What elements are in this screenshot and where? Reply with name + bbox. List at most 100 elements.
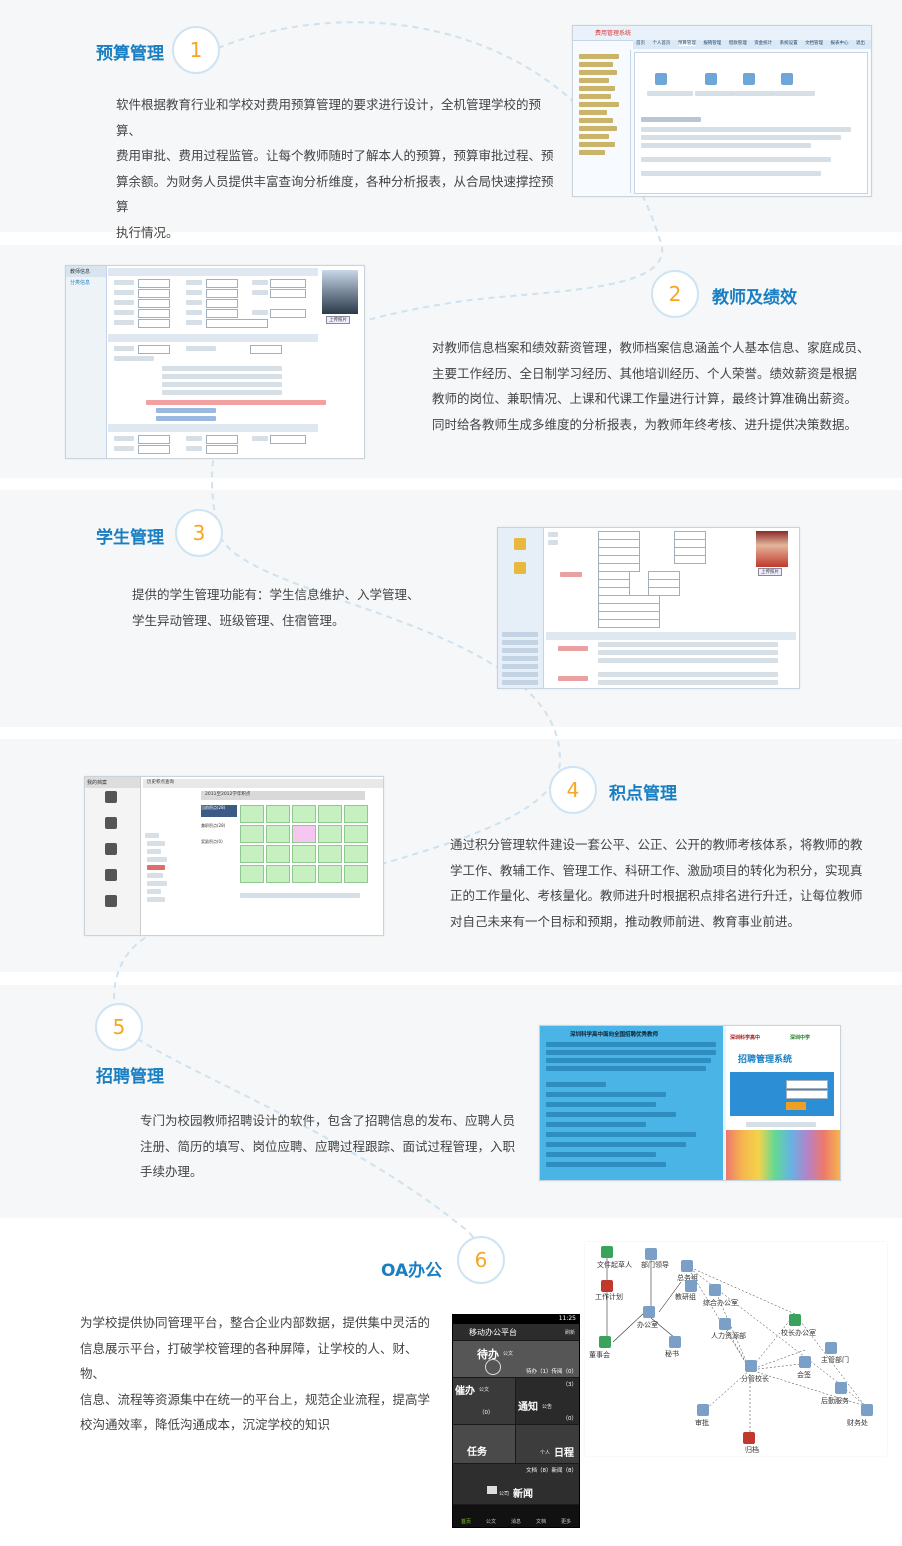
app-header-title: 费用管理系统: [595, 30, 632, 37]
nav-files[interactable]: 文档: [536, 1519, 547, 1525]
upload-photo-button[interactable]: 上传照片: [326, 316, 350, 324]
section-6-number: 6: [457, 1236, 505, 1284]
tile-notice[interactable]: （3） 通知 公告 （0）: [516, 1378, 579, 1424]
points-sidebar: 我的档案: [85, 777, 141, 935]
nav-tabs: 首页 个人首页 预算管理 报销管理 借款管理 资金统计 系统设置 文档管理 报表…: [633, 40, 871, 49]
tile-schedule-label: 日程: [554, 1448, 574, 1459]
app-header: 费用管理系统: [573, 26, 871, 41]
nav-tab[interactable]: 报表中心: [830, 41, 849, 46]
pencils-image: [726, 1130, 840, 1180]
tile-urge-label: 催办: [455, 1386, 475, 1397]
tile-notice-sub: 公告: [542, 1404, 553, 1410]
nav-tab[interactable]: 首页: [636, 41, 645, 46]
workflow-node-icon: [601, 1246, 613, 1258]
section-2-title: 教师及绩效: [712, 288, 797, 308]
tile-news-label: 新闻: [513, 1489, 533, 1500]
points-tab[interactable]: 奖励积点(0): [201, 839, 223, 844]
workflow-node-icon: [599, 1336, 611, 1348]
school-b-name: 深圳中学: [790, 1035, 811, 1041]
nav-tab[interactable]: 系统设置: [779, 41, 798, 46]
tile-pending-label: 待办: [477, 1348, 499, 1361]
section-3-line: 学生异动管理、班级管理、住宿管理。: [132, 612, 345, 628]
section-5-line: 手续办理。: [140, 1164, 203, 1179]
workflow-node-icon: [669, 1336, 681, 1348]
tile-news[interactable]: 文档（8）新闻（8） 公司 新闻: [453, 1464, 579, 1504]
system-title: 招聘管理系统: [738, 1055, 793, 1065]
workflow-node-icon: [789, 1314, 801, 1326]
flow-icon: [655, 73, 667, 85]
refresh-button[interactable]: 刷新: [564, 1330, 575, 1336]
nav-tab[interactable]: 资金统计: [754, 41, 773, 46]
password-input[interactable]: [786, 1090, 828, 1099]
workflow-node-icon: [601, 1280, 613, 1292]
student-icon: [514, 538, 526, 550]
section-2-line: 对教师信息档案和绩效薪资管理，教师档案信息涵盖个人基本信息、家庭成员、: [432, 340, 870, 355]
section-1-line: 执行情况。: [116, 224, 179, 240]
nav-tab[interactable]: 文档管理: [805, 41, 824, 46]
section-4-line: 通过积分管理软件建设一套公平、公正、公开的教师考核体系，将教师的教: [450, 837, 863, 852]
sidebar-item[interactable]: 教师信息: [66, 266, 106, 277]
points-sidebar-title: 我的档案: [85, 777, 140, 788]
workflow-node-label: 总务组: [677, 1274, 698, 1282]
workflow-node-label: 校长办公室: [781, 1329, 816, 1337]
workflow-node-label: 部门领导: [641, 1261, 669, 1269]
docs-count: 文档（8）新闻（8）: [526, 1468, 577, 1474]
nav-tab[interactable]: 退出: [855, 41, 865, 46]
student-sidebar: [498, 528, 544, 688]
tile-news-sub: 公司: [499, 1491, 510, 1497]
section-4-description: 通过积分管理软件建设一套公平、公正、公开的教师考核体系，将教师的教 学工作、教辅…: [450, 832, 870, 934]
section-3-title: 学生管理: [96, 528, 164, 548]
nav-more[interactable]: 更多: [561, 1519, 572, 1525]
tile-urge[interactable]: 催办 公文 （0）: [453, 1378, 515, 1424]
recruitment-notice-title: 深圳科学高中面向全国招聘优秀教师: [570, 1032, 659, 1038]
news-icon: [487, 1486, 497, 1494]
workflow-node-label: 财务处: [847, 1419, 868, 1427]
section-5-number: 5: [95, 1003, 143, 1051]
flow-icon: [705, 73, 717, 85]
section-6-line: 校沟通效率，降低沟通成本，沉淀学校的知识: [80, 1417, 331, 1432]
nav-messages[interactable]: 消息: [511, 1519, 522, 1525]
workflow-node-icon: [685, 1280, 697, 1292]
nav-docs[interactable]: 公文: [486, 1519, 497, 1525]
points-tab[interactable]: 兼职积点(28): [201, 823, 226, 828]
tile-task[interactable]: 任务: [453, 1425, 515, 1463]
section-1-number: 1: [172, 26, 220, 74]
nav-tab[interactable]: 个人首页: [652, 41, 671, 46]
student-management-screenshot: 上传照片: [497, 527, 800, 689]
section-6-description: 为学校提供协同管理平台，整合企业内部数据，提供集中灵活的 信息展示平台，打破学校…: [80, 1310, 440, 1438]
profile-sidebar: 教师信息 分类信息: [66, 266, 107, 458]
section-4-line: 对自己未来有一个目标和预期，推动教师前进、教育事业前进。: [450, 913, 801, 929]
login-button[interactable]: [786, 1102, 806, 1110]
section-6-line: 为学校提供协同管理平台，整合企业内部数据，提供集中灵活的: [80, 1315, 431, 1330]
nav-tab[interactable]: 报销管理: [703, 41, 722, 46]
workflow-node-icon: [697, 1404, 709, 1416]
workflow-node-label: 董事会: [589, 1351, 610, 1359]
workflow-node-label: 分管校长: [741, 1375, 769, 1383]
workflow-node-icon: [709, 1284, 721, 1296]
app-title: 移动办公平台: [469, 1328, 517, 1337]
notice-count: （0）: [479, 1410, 494, 1416]
section-6-line: 信息展示平台，打破学校管理的各种屏障，让学校的人、财、物、: [80, 1340, 418, 1382]
section-2-description: 对教师信息档案和绩效薪资管理，教师档案信息涵盖个人基本信息、家庭成员、 主要工作…: [432, 335, 872, 437]
school-a-name: 深圳科学高中: [730, 1035, 761, 1041]
tile-notice-label: 通知: [518, 1402, 538, 1413]
tile-pending[interactable]: 待办 公文 待办（1）传阅（0）: [453, 1341, 579, 1377]
nav-tab-active[interactable]: 预算管理: [677, 41, 696, 46]
teacher-photo: [322, 270, 358, 314]
section-5-line: 专门为校园教师招聘设计的软件，包含了招聘信息的发布、应聘人员: [140, 1113, 516, 1128]
workflow-node-label: 人力资源部: [711, 1332, 746, 1340]
points-header: 历史积点查询: [143, 779, 383, 788]
section-1-line: 算余额。为财务人员提供丰富查询分析维度，各种分析报表，从合局快速撑控预算: [116, 173, 554, 215]
student-upload-photo-button[interactable]: 上传照片: [758, 568, 782, 576]
archive-icon: [105, 869, 117, 881]
tile-schedule[interactable]: 个人 日程: [516, 1425, 579, 1463]
points-tab-active[interactable]: 当前积点(28): [201, 805, 237, 817]
workflow-diagram-screenshot: 文件起草人 工作计划 部门领导 总务组 综合办公室 人力资源部 校长办公室 分管…: [585, 1242, 887, 1456]
username-input[interactable]: [786, 1080, 828, 1089]
nav-tab[interactable]: 借款管理: [728, 41, 747, 46]
section-2-line: 主要工作经历、全日制学习经历、其他培训经历、个人荣誉。绩效薪资是根据: [432, 365, 858, 381]
workflow-node-icon: [645, 1248, 657, 1260]
sidebar-item[interactable]: 分类信息: [70, 280, 91, 286]
archive-icon: [105, 843, 117, 855]
nav-home[interactable]: 首页: [461, 1519, 472, 1525]
